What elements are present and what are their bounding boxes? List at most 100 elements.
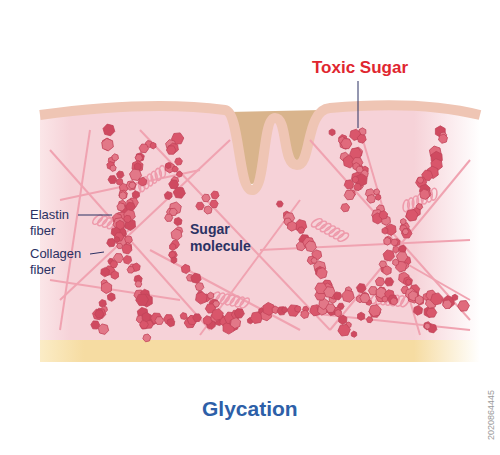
sugar-molecule: [110, 165, 116, 171]
sugar-molecule: [196, 292, 208, 304]
sugar-molecule: [173, 187, 185, 198]
sugar-molecule: [166, 163, 172, 169]
sugar-molecule: [344, 180, 354, 189]
sugar-molecule: [175, 158, 183, 165]
sugar-molecule: [334, 292, 342, 300]
sugar-molecule: [414, 306, 423, 316]
sugar-molecule: [127, 267, 134, 274]
collagen-fibers: [50, 130, 470, 335]
sugar-molecule: [374, 189, 380, 195]
sugar-molecule: [379, 211, 388, 220]
sugar-molecule: [382, 296, 388, 302]
sugar-molecule: [135, 154, 143, 161]
collagen-fiber: [260, 240, 470, 250]
collagen-fiber: [150, 250, 300, 330]
sugar-molecule: [165, 214, 173, 221]
sugar-molecule: [326, 304, 336, 313]
sugar-molecule: [375, 194, 381, 200]
part-label: Elastin fiber: [30, 207, 92, 238]
sugar-molecule: [140, 321, 149, 329]
sugar-molecule: [431, 293, 443, 305]
collagen-fiber: [200, 200, 300, 335]
sugar-molecule: [443, 300, 452, 309]
sugar-molecule: [458, 301, 470, 312]
sugar-molecule: [195, 283, 204, 291]
sugar-molecule: [356, 284, 366, 293]
sugar-molecule: [383, 250, 394, 261]
sugar-molecule: [388, 295, 398, 304]
sugar-molecule: [354, 183, 362, 190]
sugar-molecule: [111, 271, 119, 280]
sugar-molecule: [107, 293, 115, 302]
sugar-molecule: [406, 279, 411, 285]
sugar-molecule: [126, 181, 136, 191]
sugar-molecule: [208, 292, 214, 299]
sugar-molecule: [204, 206, 212, 214]
sugar-molecule: [164, 192, 172, 200]
sugar-molecule: [305, 241, 316, 252]
sugar-molecule: [417, 177, 424, 183]
sugar-molecule: [301, 310, 309, 318]
sugar-molecule: [424, 323, 430, 329]
sugar-molecule: [138, 177, 146, 186]
sugar-molecule: [295, 306, 301, 313]
sugar-molecule: [384, 237, 391, 245]
sugar-molecule: [107, 239, 116, 247]
sugar-molecule: [339, 315, 347, 324]
sugar-molecule: [211, 191, 219, 199]
elastin-fiber: [309, 214, 352, 245]
sugar-molecule: [191, 273, 201, 283]
sugar-molecule: [382, 227, 388, 234]
sugar-molecule: [282, 307, 288, 313]
sugar-molecule: [402, 229, 408, 235]
sugar-molecule: [132, 191, 139, 199]
collagen-fiber: [310, 140, 470, 320]
sugar-molecule: [98, 324, 109, 335]
sugar-molecule: [367, 195, 376, 204]
sugar-molecule: [99, 300, 106, 308]
sugar-molecule: [316, 268, 327, 279]
sugar-molecule: [125, 236, 133, 244]
sugar-molecule: [142, 312, 150, 321]
sugar-molecule: [112, 154, 119, 161]
sugar-molecule: [338, 324, 351, 336]
sugar-molecule: [415, 295, 423, 304]
sugar-molecule: [196, 202, 204, 210]
sugar-molecule: [298, 227, 305, 234]
sugar-molecule: [136, 294, 149, 305]
sugar-molecule: [385, 278, 394, 286]
sugar-molecule: [171, 257, 177, 264]
sugar-molecule: [212, 309, 224, 321]
sugar-molecule: [166, 146, 176, 154]
sugar-molecule: [357, 134, 366, 143]
sugar-molecule: [103, 124, 115, 136]
callout-label: Toxic Sugar: [312, 58, 408, 78]
sugar-molecule: [108, 176, 117, 184]
sugar-molecule: [129, 182, 136, 189]
sugar-molecule: [93, 309, 104, 320]
sugar-molecule: [426, 308, 437, 317]
watermark: 2020864445: [486, 390, 497, 440]
sugar-molecule: [119, 192, 126, 200]
sugar-molecule: [101, 282, 111, 294]
sugar-molecule: [341, 139, 352, 149]
sugar-molecule: [341, 204, 350, 212]
sugar-molecule: [329, 129, 335, 136]
sugar-molecule: [439, 134, 448, 143]
elastin-fibers: [90, 163, 441, 311]
sugar-molecule: [406, 210, 418, 222]
collagen-fiber: [60, 130, 90, 330]
sugar-molecule: [342, 290, 354, 302]
sugar-molecule: [150, 142, 156, 149]
dermis: [40, 105, 480, 340]
sugar-molecule: [360, 293, 370, 302]
leader-line: [90, 252, 104, 254]
sugar-molecule: [230, 318, 240, 329]
diagram-title: Glycation: [202, 396, 298, 421]
sugar-molecule: [452, 294, 458, 300]
sugar-molecule: [101, 267, 110, 276]
sugar-molecule: [401, 219, 407, 225]
sugar-molecule: [193, 314, 202, 322]
sugar-molecule: [172, 166, 178, 172]
